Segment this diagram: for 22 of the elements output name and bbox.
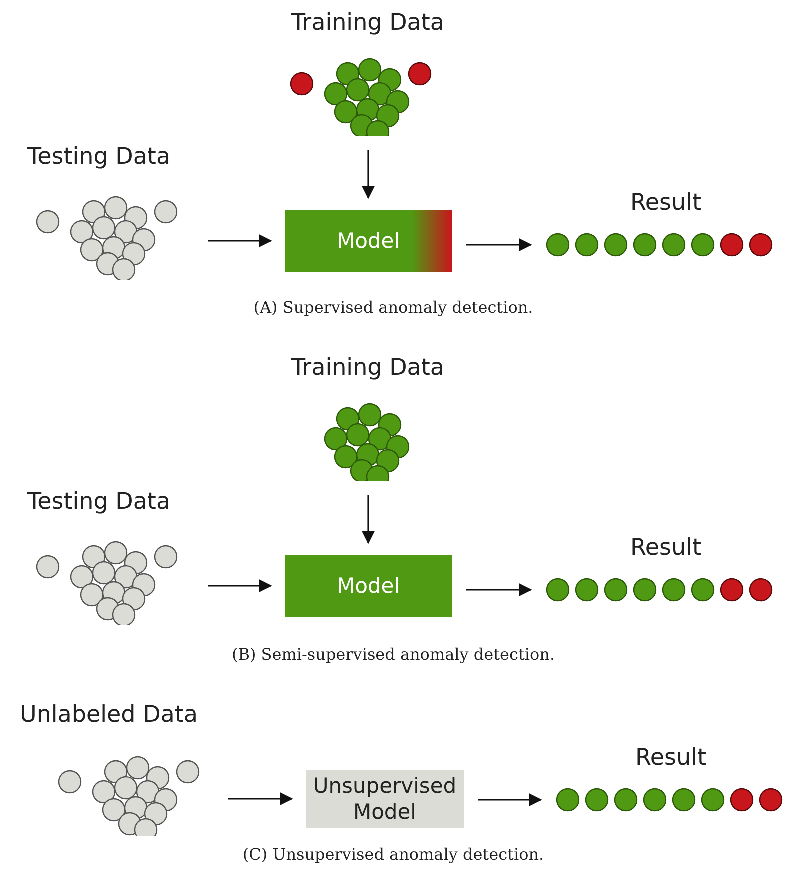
arrow — [466, 238, 532, 252]
arrow — [362, 495, 375, 544]
data-heading: Testing Data — [27, 143, 171, 172]
figure-caption: (B) Semi-supervised anomaly detection. — [230, 645, 556, 664]
result-heading: Result — [630, 189, 702, 218]
arrow — [466, 584, 532, 596]
model-box: Unsupervised Model — [306, 770, 464, 828]
figure-caption: (C) Unsupervised anomaly detection. — [242, 845, 546, 864]
data-heading: Training Data — [292, 9, 444, 38]
figure-caption: (A) Supervised anomaly detection. — [252, 298, 534, 317]
model-box: Model — [285, 210, 452, 272]
result-heading: Result — [635, 744, 707, 773]
data-heading: Testing Data — [27, 488, 171, 517]
arrow — [362, 150, 375, 200]
arrow — [478, 794, 542, 806]
result-heading: Result — [630, 534, 702, 563]
arrow — [208, 234, 272, 248]
arrow — [228, 792, 294, 806]
model-box: Model — [285, 555, 452, 617]
data-heading: Training Data — [292, 354, 444, 383]
data-heading: Unlabeled Data — [20, 701, 198, 730]
arrow — [208, 580, 272, 592]
